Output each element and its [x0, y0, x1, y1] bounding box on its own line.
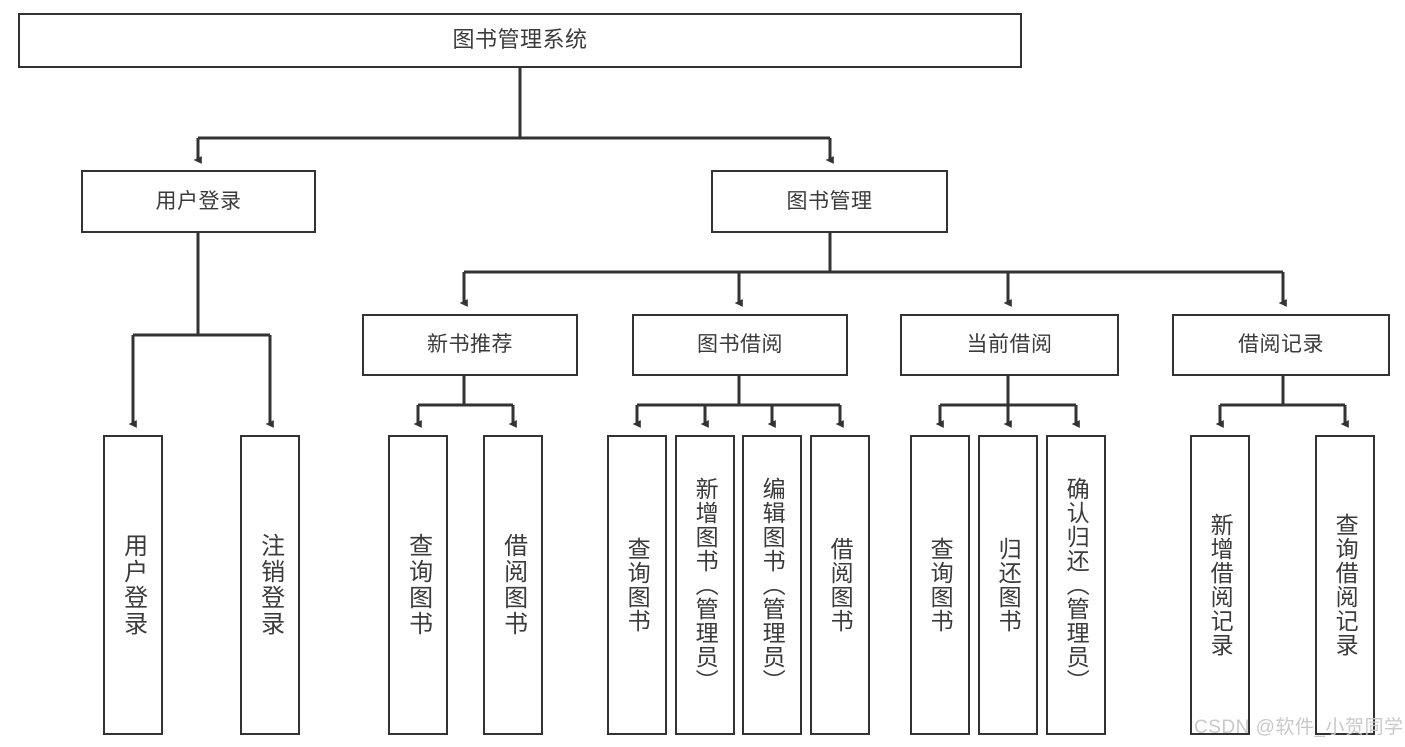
node-borrowing-record[interactable]: 借阅记录 — [1172, 314, 1390, 376]
leaf-book-borrow-query-book[interactable]: 查询图书 — [607, 435, 667, 735]
node-root-book-management-system[interactable]: 图书管理系统 — [18, 13, 1022, 68]
leaf-book-borrow-add-book-admin[interactable]: 新增图书（管理员） — [675, 435, 735, 735]
node-label: 查询图书 — [624, 537, 651, 633]
node-label: 新增图书（管理员） — [692, 477, 719, 693]
leaf-new-book-borrow-book[interactable]: 借阅图书 — [483, 435, 543, 735]
node-label: 注销登录 — [256, 533, 284, 637]
node-label: 编辑图书（管理员） — [759, 477, 786, 693]
node-label: 借阅图书 — [827, 537, 854, 633]
node-label: 查询图书 — [927, 537, 954, 633]
node-book-management[interactable]: 图书管理 — [711, 170, 948, 233]
node-label: 归还图书 — [995, 537, 1022, 633]
node-label: 新书推荐 — [427, 333, 513, 357]
node-label: 图书管理 — [786, 189, 873, 213]
node-current-borrowing[interactable]: 当前借阅 — [900, 314, 1119, 376]
leaf-borrow-record-query-record[interactable]: 查询借阅记录 — [1315, 435, 1375, 735]
node-label: 图书借阅 — [697, 333, 783, 357]
node-label: 查询借阅记录 — [1332, 513, 1359, 657]
node-book-borrowing[interactable]: 图书借阅 — [632, 314, 848, 376]
node-label: 用户登录 — [155, 189, 242, 213]
node-label: 借阅图书 — [499, 533, 527, 637]
node-user-login[interactable]: 用户登录 — [81, 170, 316, 233]
leaf-current-borrow-query-book[interactable]: 查询图书 — [910, 435, 970, 735]
leaf-new-book-query-book[interactable]: 查询图书 — [388, 435, 448, 735]
node-label: 用户登录 — [119, 533, 147, 637]
leaf-borrow-record-add-record[interactable]: 新增借阅记录 — [1190, 435, 1250, 735]
node-new-book-recommendation[interactable]: 新书推荐 — [362, 314, 578, 376]
leaf-book-borrow-borrow-book[interactable]: 借阅图书 — [810, 435, 870, 735]
node-label: 确认归还（管理员） — [1063, 477, 1090, 693]
node-label: 新增借阅记录 — [1207, 513, 1234, 657]
leaf-user-login-login[interactable]: 用户登录 — [103, 435, 163, 735]
leaf-book-borrow-edit-book-admin[interactable]: 编辑图书（管理员） — [742, 435, 802, 735]
node-label: 当前借阅 — [966, 333, 1053, 357]
node-label: 借阅记录 — [1238, 333, 1324, 357]
leaf-current-borrow-confirm-return-admin[interactable]: 确认归还（管理员） — [1046, 435, 1106, 735]
node-label: 查询图书 — [404, 533, 432, 637]
leaf-current-borrow-return-book[interactable]: 归还图书 — [978, 435, 1038, 735]
node-label: 图书管理系统 — [452, 27, 588, 53]
watermark-text: CSDN @软件_小贺同学 — [1194, 717, 1404, 738]
leaf-user-login-logout[interactable]: 注销登录 — [240, 435, 300, 735]
